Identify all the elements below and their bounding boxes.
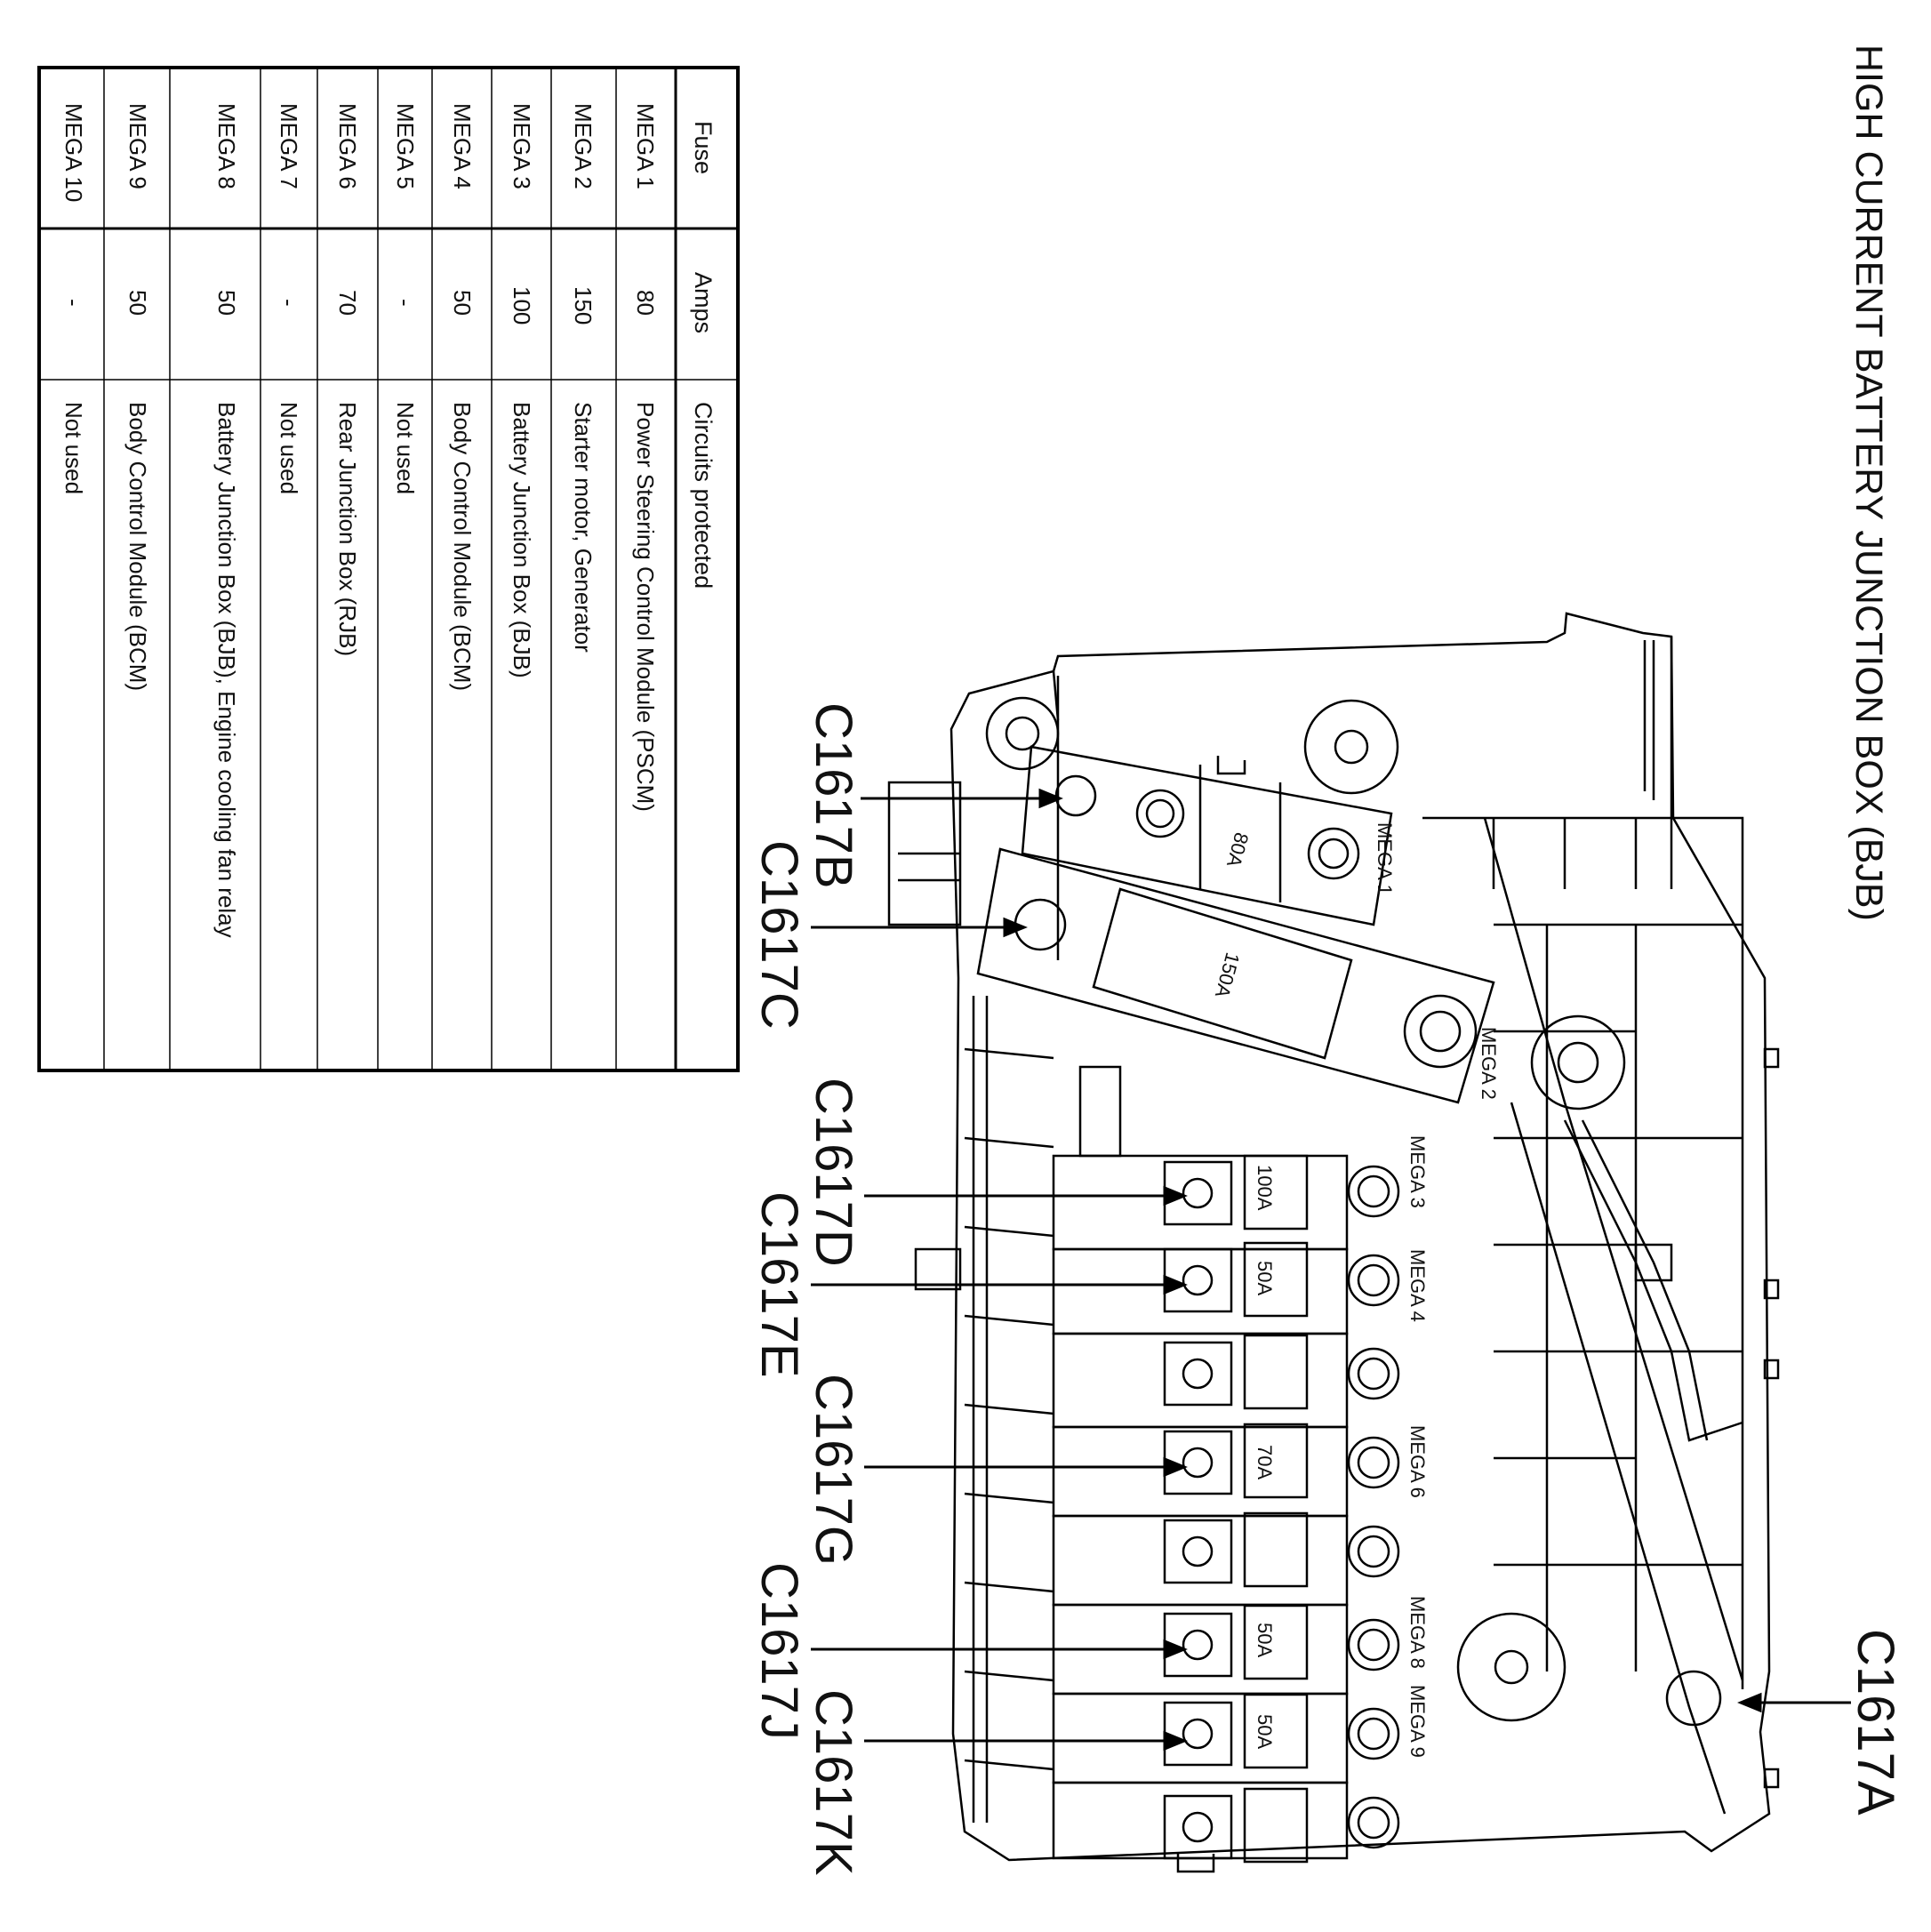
table-cell-amps: - [392, 299, 419, 307]
table-cell-circuit: Rear Junction Box (RJB) [334, 402, 361, 656]
callout-arrows [811, 788, 1851, 1752]
table-cell-circuit: Not used [60, 402, 87, 494]
diagram-label-mega9: MEGA 9 [1406, 1685, 1429, 1758]
fuse-rating-50a: 50A [1254, 1623, 1276, 1657]
table-cell-fuse: MEGA 9 [124, 103, 151, 189]
table-cell-amps: - [276, 299, 302, 307]
table-cell-fuse: MEGA 2 [570, 103, 597, 189]
table-cell-amps: 50 [124, 290, 151, 316]
fuse-rating-50a: 50A [1254, 1714, 1276, 1749]
diagram-label-mega3: MEGA 3 [1406, 1135, 1429, 1208]
table-cell-fuse: MEGA 4 [449, 103, 476, 189]
table-cell-circuit: Not used [276, 402, 302, 494]
fuse-rating-70a: 70A [1254, 1445, 1276, 1479]
header-fuse: Fuse [690, 121, 717, 174]
connector-label-c1617j: C1617J [750, 1562, 808, 1740]
connector-label-c1617g: C1617G [805, 1374, 862, 1566]
table-cell-fuse: MEGA 6 [334, 103, 361, 189]
fuse-rating-100a: 100A [1254, 1165, 1276, 1211]
table-cell-amps: 80 [632, 290, 659, 316]
table-cell-amps: 50 [449, 290, 476, 316]
table-cell-amps: 50 [213, 290, 240, 316]
header-amps: Amps [690, 272, 717, 333]
table-cell-fuse: MEGA 7 [276, 103, 302, 189]
connector-label-c1617d: C1617D [805, 1078, 862, 1267]
table-cell-circuit: Body Control Module (BCM) [124, 402, 151, 691]
fuse-rating-50a: 50A [1254, 1261, 1276, 1295]
connector-label-c1617a: C1617A [1847, 1629, 1904, 1816]
connector-label-c1617e: C1617E [750, 1191, 808, 1378]
fuse-table [37, 66, 740, 1072]
table-cell-circuit: Battery Junction Box (BJB) [509, 402, 535, 678]
table-cell-circuit: Battery Junction Box (BJB), Engine cooli… [213, 402, 240, 938]
diagram-label-mega4: MEGA 4 [1406, 1249, 1429, 1322]
table-cell-amps: - [60, 299, 87, 307]
diagram-label-mega6: MEGA 6 [1406, 1425, 1429, 1498]
table-cell-fuse: MEGA 3 [509, 103, 535, 189]
header-circuits: Circuits protected [690, 402, 717, 589]
diagram-label-mega8: MEGA 8 [1406, 1596, 1429, 1669]
table-cell-amps: 70 [334, 290, 361, 316]
fuse-rating-150a: 150A [1211, 950, 1245, 1000]
table-cell-circuit: Power Steering Control Module (PSCM) [632, 402, 659, 812]
connector-label-c1617b: C1617B [805, 702, 862, 889]
diagram-label-mega2: MEGA 2 [1478, 1027, 1500, 1100]
table-cell-fuse: MEGA 1 [632, 103, 659, 189]
fuse-rating-80a: 80A [1222, 830, 1253, 870]
diagram-label-mega1: MEGA 1 [1374, 822, 1396, 895]
junction-box-drawing [887, 612, 1780, 1873]
table-cell-amps: 100 [509, 286, 535, 325]
table-cell-fuse: MEGA 5 [392, 103, 419, 189]
connector-label-c1617k: C1617K [805, 1689, 862, 1876]
table-cell-fuse: MEGA 8 [213, 103, 240, 189]
table-cell-circuit: Body Control Module (BCM) [449, 402, 476, 691]
table-cell-amps: 150 [570, 286, 597, 325]
page-title: HIGH CURRENT BATTERY JUNCTION BOX (BJB) [1847, 44, 1890, 921]
table-cell-circuit: Not used [392, 402, 419, 494]
table-cell-circuit: Starter motor, Generator [570, 402, 597, 653]
table-cell-fuse: MEGA 10 [60, 103, 87, 202]
connector-label-c1617c: C1617C [750, 840, 808, 1030]
